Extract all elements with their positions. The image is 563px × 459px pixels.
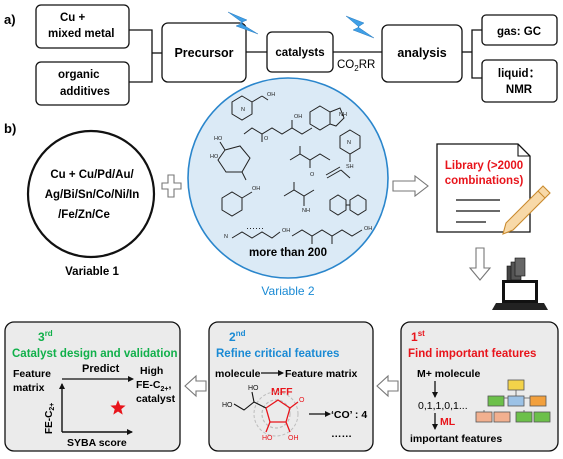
step1-title: Find important features bbox=[408, 348, 536, 360]
step3-title: Catalyst design and validation bbox=[12, 348, 178, 360]
step3-matrix: matrix bbox=[13, 382, 45, 394]
svg-text:HO: HO bbox=[262, 435, 273, 442]
co2rr-label: CO2RR bbox=[337, 59, 375, 73]
step1-m-molecule: M+ molecule bbox=[417, 368, 480, 380]
output-bracket bbox=[471, 29, 482, 79]
star-icon bbox=[110, 400, 126, 415]
step3-feature: Feature bbox=[13, 368, 51, 380]
arrow-down bbox=[468, 247, 492, 281]
step2-title: Refine critical features bbox=[216, 348, 339, 360]
svg-text:OH: OH bbox=[294, 114, 302, 120]
variable1-label: Variable 1 bbox=[65, 266, 119, 278]
variable1-circle bbox=[26, 129, 156, 259]
lightning-icon bbox=[227, 11, 259, 35]
svg-text:HO: HO bbox=[214, 136, 223, 142]
plus-icon bbox=[161, 174, 182, 198]
svg-text:N: N bbox=[347, 140, 351, 146]
step3-predict: Predict bbox=[82, 363, 120, 375]
input-additives: additives bbox=[60, 86, 110, 98]
input-mixed-metal: mixed metal bbox=[48, 28, 114, 40]
step1-bits: 0,1,1,0,1... bbox=[418, 400, 468, 412]
svg-text:OH: OH bbox=[364, 226, 372, 232]
svg-text:NH: NH bbox=[302, 208, 310, 214]
arrow-step2-to-step3 bbox=[184, 374, 207, 398]
variable2-circle bbox=[187, 77, 389, 279]
svg-text:OH: OH bbox=[288, 435, 299, 442]
svg-text:O: O bbox=[299, 397, 305, 404]
input-box-metal bbox=[35, 4, 130, 49]
input-organic: organic bbox=[58, 69, 100, 81]
svg-text:N: N bbox=[241, 107, 245, 113]
arrow-to-library bbox=[392, 174, 429, 198]
catalysts-label: catalysts bbox=[275, 47, 324, 59]
step2-co-feature: ‘CO’ : 4 bbox=[331, 409, 367, 421]
svg-text:O: O bbox=[310, 172, 315, 178]
step1-number: 1st bbox=[411, 329, 425, 344]
precursor-label: Precursor bbox=[174, 46, 233, 60]
library-line2: combinations) bbox=[445, 175, 524, 187]
step1-ml: ML bbox=[440, 416, 456, 428]
liquid-box bbox=[481, 59, 558, 103]
input-cu: Cu + bbox=[60, 12, 86, 24]
svg-text:NH: NH bbox=[339, 112, 347, 118]
svg-text:O: O bbox=[264, 136, 269, 142]
arrow-step1-to-step2 bbox=[376, 374, 399, 398]
computer-icon bbox=[492, 257, 548, 310]
liquid-label: liquid： bbox=[498, 68, 540, 80]
analysis-box bbox=[381, 24, 463, 83]
step2-number: 2nd bbox=[229, 329, 246, 344]
step3-catalyst: catalyst bbox=[136, 393, 176, 405]
input-box-organic bbox=[35, 61, 130, 106]
variable1-line2: Ag/Bi/Sn/Co/Ni/In bbox=[45, 189, 140, 201]
step3-fe: FE-C2+, bbox=[136, 379, 171, 393]
step3-number: 3rd bbox=[38, 329, 53, 344]
analysis-label: analysis bbox=[397, 46, 446, 60]
variable2-count: more than 200 bbox=[249, 247, 327, 259]
step3-high: High bbox=[140, 365, 163, 377]
panel-b-label: b) bbox=[4, 121, 16, 136]
svg-text:N: N bbox=[224, 234, 228, 240]
library-line1: Library (>2000 bbox=[445, 160, 523, 172]
molecule-structure-step2: O HO OH HO HO bbox=[222, 385, 305, 442]
svg-text:OH: OH bbox=[282, 228, 290, 234]
panel-a-label: a) bbox=[4, 12, 16, 27]
step2-box bbox=[208, 321, 374, 452]
decision-tree-icon bbox=[475, 379, 551, 423]
svg-text:OH: OH bbox=[267, 92, 275, 98]
nmr-label: NMR bbox=[506, 84, 533, 96]
step1-result: important features bbox=[410, 433, 502, 445]
gas-box bbox=[481, 14, 558, 46]
gas-label: gas: GC bbox=[497, 26, 541, 38]
lightning-icon bbox=[345, 15, 375, 39]
variable2-ellipsis: ······ bbox=[246, 223, 264, 233]
variable1-line3: /Fe/Zn/Ce bbox=[58, 209, 110, 221]
svg-text:OH: OH bbox=[252, 186, 260, 192]
step2-molecule: molecule bbox=[215, 368, 261, 380]
step2-feature-matrix: Feature matrix bbox=[285, 368, 358, 380]
svg-text:HO: HO bbox=[210, 154, 219, 160]
input-bracket bbox=[129, 29, 153, 83]
svg-text:SH: SH bbox=[346, 164, 354, 170]
molecule-atom-labels: N OH NH N SH O O OH HO HO NH OH OH N OH bbox=[210, 92, 372, 240]
variable2-label: Variable 2 bbox=[261, 284, 314, 298]
step2-dots: …… bbox=[331, 428, 352, 440]
step1-box bbox=[400, 321, 559, 452]
svg-text:HO: HO bbox=[222, 402, 233, 409]
variable1-line1: Cu + Cu/Pd/Au/ bbox=[50, 169, 134, 181]
step3-box bbox=[4, 321, 181, 452]
molecule-structures bbox=[217, 95, 367, 244]
svg-text:HO: HO bbox=[248, 385, 259, 392]
step3-x-label: SYBA score bbox=[67, 437, 127, 449]
step3-y-label: FE-C2+ bbox=[44, 403, 56, 434]
document-pencil-icon bbox=[436, 143, 551, 235]
